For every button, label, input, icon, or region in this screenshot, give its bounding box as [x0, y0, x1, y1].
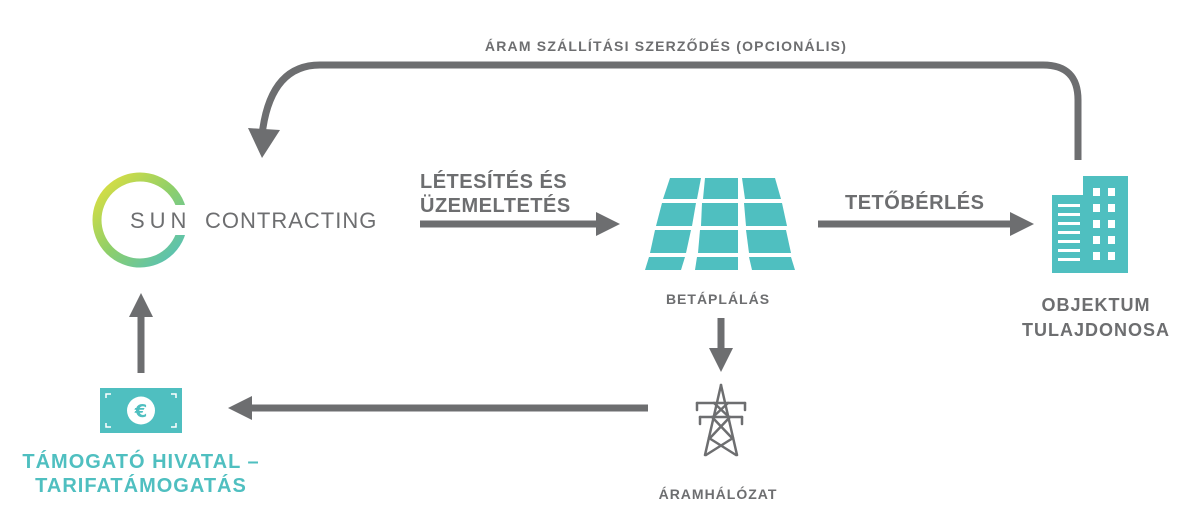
euro-banknote-icon: € — [100, 388, 182, 433]
power-pylon-icon — [695, 383, 747, 457]
building-icon — [1052, 176, 1128, 273]
owner-label-line1: OBJEKTUM — [1041, 295, 1150, 315]
feed-in-down-arrow — [709, 318, 733, 372]
install-label-line2: ÜZEMELTETÉS — [420, 194, 571, 217]
ppa-arrow — [248, 61, 1082, 160]
tariff-arrow — [228, 396, 648, 420]
solar-panel-icon — [645, 178, 795, 270]
svg-text:€: € — [134, 401, 148, 422]
grid-label: ÁRAMHÁLÓZAT — [659, 485, 778, 502]
feed-in-label: BETÁPLÁLÁS — [666, 291, 770, 307]
logo-sun-text: SUN — [130, 208, 191, 233]
install-label-line1: LÉTESÍTÉS ÉS — [420, 170, 567, 193]
owner-label-line2: TULAJDONOSA — [1022, 320, 1170, 340]
support-label-line1: TÁMOGATÓ HIVATAL – — [22, 449, 259, 473]
ppa-label: ÁRAM SZÁLLÍTÁSI SZERZŐDÉS (OPCIONÁLIS) — [485, 37, 847, 54]
support-label-line2: TARIFATÁMOGATÁS — [35, 474, 247, 497]
roof-lease-arrow — [818, 212, 1034, 236]
install-arrow — [420, 212, 620, 236]
roof-lease-label: TETŐBÉRLÉS — [845, 191, 984, 214]
subsidy-up-arrow — [129, 293, 153, 373]
logo-contracting-text: CONTRACTING — [205, 208, 377, 233]
sun-contracting-logo: SUN CONTRACTING — [92, 172, 377, 268]
